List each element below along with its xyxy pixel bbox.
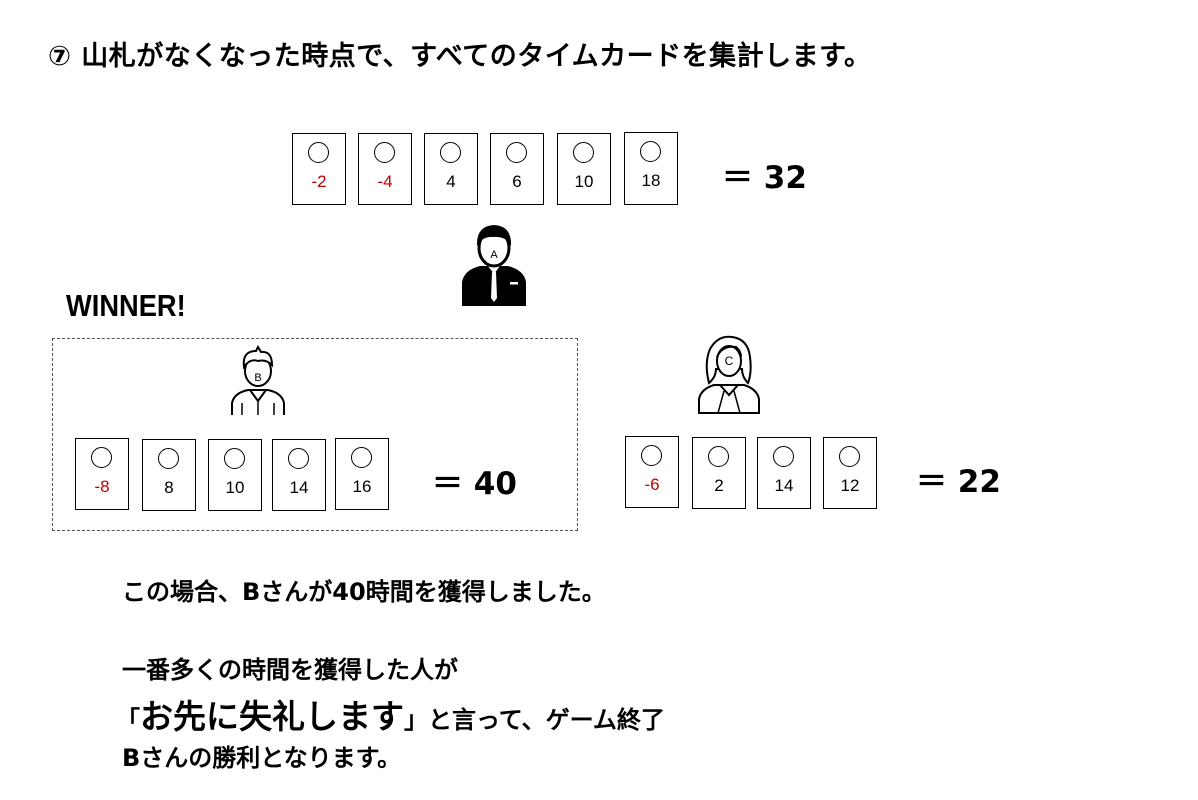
player-b-total: ＝ 40 (432, 466, 517, 502)
card-value: -6 (644, 475, 660, 494)
card-hole (641, 445, 662, 466)
player-a-total: ＝ 32 (722, 160, 807, 196)
card-value: 10 (225, 478, 245, 497)
player-c-card-4: 12 (823, 437, 877, 509)
player-b-card-5: 16 (335, 438, 389, 510)
player-c-card-2: 2 (692, 437, 746, 509)
card-hole (308, 142, 329, 163)
winner-box (52, 338, 578, 531)
player-b-card-4: 14 (272, 439, 326, 511)
player-a-card-3: 4 (424, 133, 478, 205)
player-a-card-1: -2 (292, 133, 346, 205)
player-a-card-6: 18 (624, 132, 678, 205)
player-c-card-3: 14 (757, 437, 811, 509)
card-hole (708, 446, 729, 467)
explanation-line-3: Bさんの勝利となります。 (122, 744, 402, 772)
card-hole (91, 447, 112, 468)
card-hole (506, 142, 527, 163)
player-b-card-1: -8 (75, 438, 129, 510)
card-value: -2 (311, 172, 327, 191)
player-a-letter: A (490, 249, 498, 261)
player-b-card-3: 10 (208, 439, 262, 511)
card-value: 4 (446, 172, 456, 191)
explanation-line-1: 一番多くの時間を獲得した人が (122, 656, 458, 684)
player-c-card-1: -6 (625, 436, 679, 508)
card-hole (773, 446, 794, 467)
businessman-icon: A (462, 225, 526, 306)
explanation-line-2: 「お先に失礼します」と言って、ゲーム終了 (116, 690, 665, 738)
card-hole (573, 142, 594, 163)
card-value: -8 (94, 477, 110, 496)
card-hole (224, 448, 245, 469)
card-value: 16 (352, 477, 372, 496)
card-value: 8 (164, 478, 174, 497)
player-a-card-4: 6 (490, 133, 544, 205)
card-value: 14 (289, 478, 309, 497)
player-a-card-2: -4 (358, 133, 412, 205)
player-c-letter: C (725, 354, 734, 368)
player-b-letter: B (254, 372, 261, 384)
card-hole (288, 448, 309, 469)
result-text: この場合、Bさんが40時間を獲得しました。 (122, 578, 606, 606)
card-hole (351, 447, 372, 468)
card-value: 6 (512, 172, 522, 191)
card-value: 10 (574, 172, 594, 191)
card-value: 18 (641, 171, 661, 190)
quote-phrase: お先に失礼します (140, 697, 404, 736)
card-hole (839, 446, 860, 467)
card-value: -4 (377, 172, 393, 191)
woman-icon: C (698, 335, 760, 414)
player-a-card-5: 10 (557, 133, 611, 205)
card-hole (640, 141, 661, 162)
card-value: 2 (714, 476, 724, 495)
boy-icon: B (231, 345, 285, 415)
quote-rest: 」と言って、ゲーム終了 (404, 706, 665, 734)
player-b-card-2: 8 (142, 439, 196, 511)
page-title: ⑦ 山札がなくなった時点で、すべてのタイムカードを集計します。 (48, 41, 872, 72)
card-hole (158, 448, 179, 469)
winner-label: WINNER! (66, 288, 186, 323)
card-hole (374, 142, 395, 163)
card-value: 14 (774, 476, 794, 495)
player-c-total: ＝ 22 (916, 464, 1001, 500)
card-hole (440, 142, 461, 163)
quote-open: 「 (116, 706, 140, 734)
card-value: 12 (840, 476, 860, 495)
